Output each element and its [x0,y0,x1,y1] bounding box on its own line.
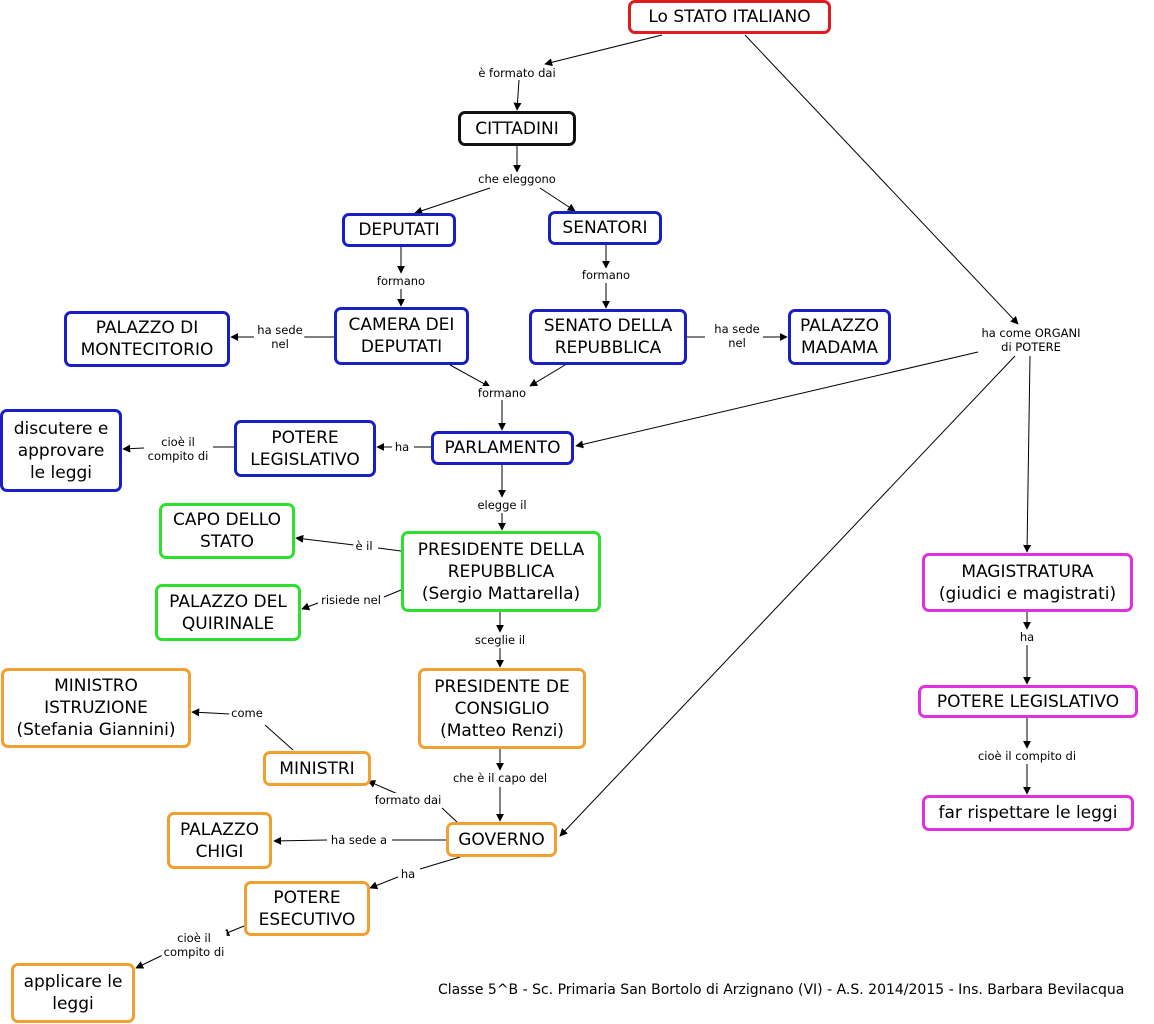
node-camera-dei-deputati[interactable]: CAMERA DEI DEPUTATI [334,307,469,365]
link-label-risiede-nel: risiede nel [319,593,383,607]
node-deputati[interactable]: DEPUTATI [342,213,456,247]
link-label-ha-sede-nel-camera: ha sede nel [255,323,305,351]
node-magistratura[interactable]: MAGISTRATURA (giudici e magistrati) [922,553,1133,612]
node-senatori[interactable]: SENATORI [548,211,662,245]
link-label-cioe-il-compito-esecutivo: cioè il compito di [161,931,227,959]
link-label-elegge-il: elegge il [475,498,529,512]
link-label-ha-sede-a: ha sede a [328,833,390,847]
node-discutere-approvare-leggi[interactable]: discutere e approvare le leggi [0,409,122,492]
node-presidente-consiglio[interactable]: PRESIDENTE DE CONSIGLIO (Matteo Renzi) [418,668,586,749]
link-label-che-eleggono: che eleggono [476,172,558,186]
link-label-e-il: è il [353,539,375,553]
link-label-formato-dai: è formato dai [476,66,558,80]
node-ministri[interactable]: MINISTRI [263,751,371,786]
link-label-formano-parlamento: formano [475,386,529,400]
link-label-come: come [229,706,265,720]
node-cittadini[interactable]: CITTADINI [458,111,576,146]
node-potere-esecutivo[interactable]: POTERE ESECUTIVO [244,881,370,936]
node-stato-italiano[interactable]: Lo STATO ITALIANO [628,0,831,34]
node-far-rispettare-leggi[interactable]: far rispettare le leggi [922,795,1134,831]
link-label-formato-dai-governo: formato dai [372,793,444,807]
link-label-sceglie-il: sceglie il [472,633,528,647]
node-potere-legislativo-magistratura[interactable]: POTERE LEGISLATIVO [918,685,1138,718]
node-palazzo-quirinale[interactable]: PALAZZO DEL QUIRINALE [155,584,301,641]
node-presidente-repubblica[interactable]: PRESIDENTE DELLA REPUBBLICA (Sergio Matt… [401,531,601,612]
node-senato-della-repubblica[interactable]: SENATO DELLA REPUBBLICA [529,309,687,365]
link-label-ha-parlamento: ha [392,440,412,454]
link-label-formano-deputati: formano [374,274,428,288]
node-applicare-leggi[interactable]: applicare le leggi [11,963,135,1023]
link-label-cioe-il-compito-legislativo: cioè il compito di [145,435,211,463]
node-ministro-istruzione[interactable]: MINISTRO ISTRUZIONE (Stefania Giannini) [1,668,191,748]
node-capo-dello-stato[interactable]: CAPO DELLO STATO [159,503,295,559]
node-palazzo-montecitorio[interactable]: PALAZZO DI MONTECITORIO [64,311,230,367]
link-label-ha-sede-nel-senato: ha sede nel [712,322,762,350]
link-label-ha-come-organi: ha come ORGANI di POTERE [979,326,1083,354]
node-governo[interactable]: GOVERNO [446,822,557,857]
footer-credits: Classe 5^B - Sc. Primaria San Bortolo di… [438,982,1125,998]
link-label-formano-senatori: formano [579,268,633,282]
node-potere-legislativo[interactable]: POTERE LEGISLATIVO [234,420,376,477]
link-label-cioe-il-compito-magistratura: cioè il compito di [975,749,1079,763]
node-palazzo-madama[interactable]: PALAZZO MADAMA [788,309,891,365]
link-label-ha-magistratura: ha [1017,630,1037,644]
node-palazzo-chigi[interactable]: PALAZZO CHIGI [167,812,272,869]
link-label-ha-governo: ha [398,867,418,881]
link-label-che-e-il-capo-del: che è il capo del [450,771,550,785]
node-parlamento[interactable]: PARLAMENTO [431,431,574,465]
